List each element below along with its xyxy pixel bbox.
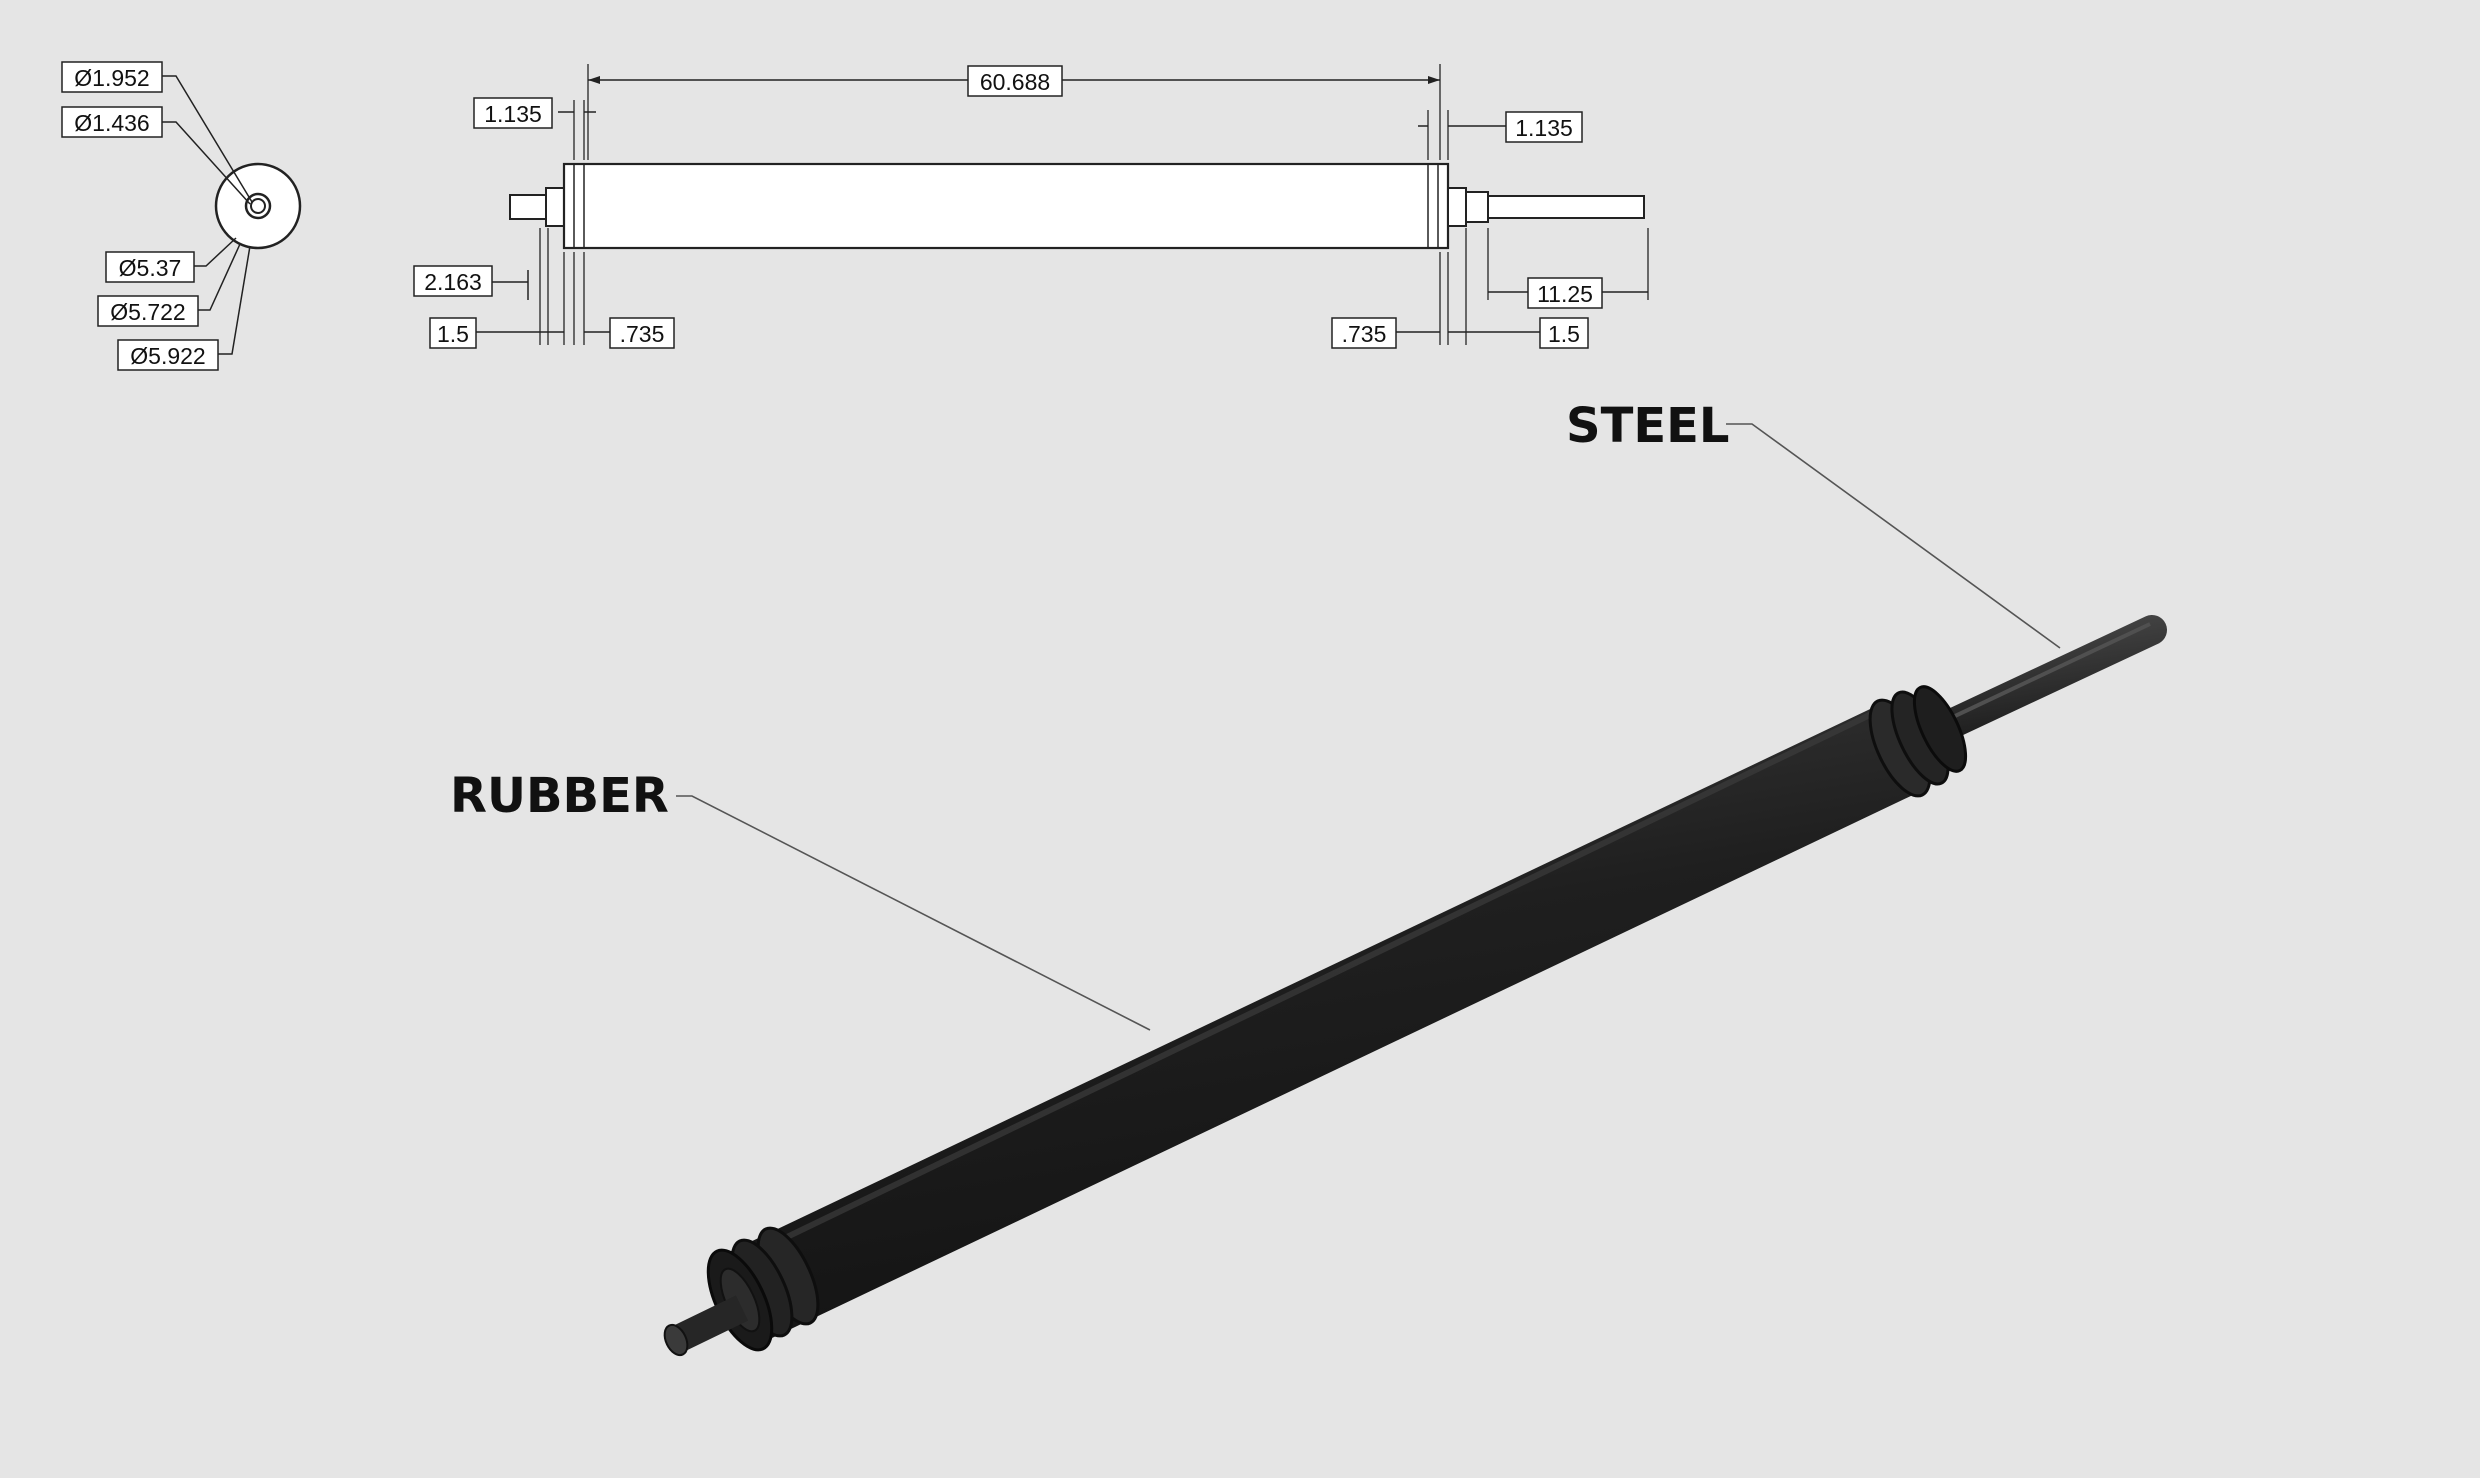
rubber-label: RUBBER <box>450 768 669 824</box>
end-dim-5922: Ø5.922 <box>130 343 205 369</box>
right-endcap-dim: 1.135 <box>1515 115 1573 141</box>
callout-rubber: RUBBER <box>450 768 1151 1031</box>
side-view: 60.688 1.135 1.135 2.163 11.25 1.5 .735 … <box>413 64 1649 349</box>
rubber-roller-body <box>719 704 1921 1344</box>
left-step-dim: 1.5 <box>437 321 469 347</box>
left-groove-dim: .735 <box>620 321 665 347</box>
left-shaft-dim: 2.163 <box>424 269 482 295</box>
left-shaft <box>509 194 547 220</box>
steel-shaft-left <box>669 1295 749 1353</box>
end-dim-5722: Ø5.722 <box>110 299 185 325</box>
end-dim-1952: Ø1.952 <box>74 65 149 91</box>
overall-length: 60.688 <box>980 69 1050 95</box>
end-view-bore-circle <box>250 198 266 214</box>
end-dim-537: Ø5.37 <box>119 255 182 281</box>
right-step-dim: 1.5 <box>1548 321 1580 347</box>
end-dim-1436: Ø1.436 <box>74 110 149 136</box>
right-shaft <box>1487 195 1645 219</box>
right-groove-dim: .735 <box>1342 321 1387 347</box>
left-endcap-dim: 1.135 <box>484 101 542 127</box>
callout-steel: STEEL <box>1566 398 2061 649</box>
right-shaft-dim: 11.25 <box>1537 281 1593 307</box>
steel-label: STEEL <box>1566 398 1729 454</box>
end-view: Ø1.952 Ø1.436 Ø5.37 Ø5.722 Ø5.922 <box>61 61 302 371</box>
roller-body <box>562 162 1450 250</box>
isometric-roller <box>663 615 2167 1357</box>
end-view-hub-circle <box>244 192 272 220</box>
